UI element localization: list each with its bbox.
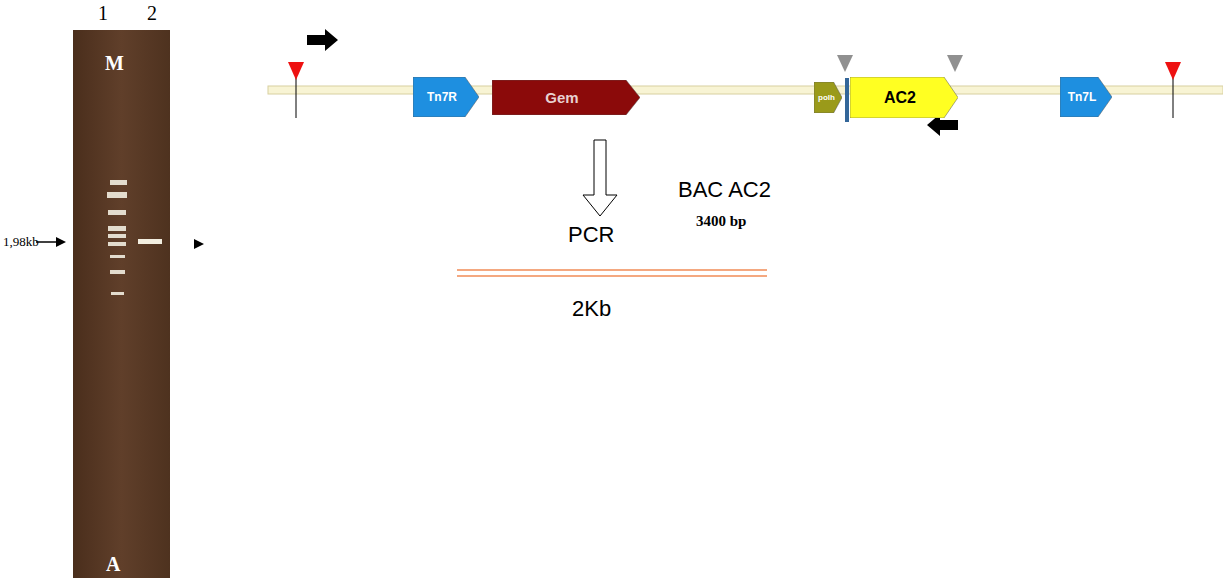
gem-gene: Gem xyxy=(492,80,640,115)
construct-name: BAC AC2 xyxy=(678,177,771,203)
tn7r-element: Tn7R xyxy=(413,77,479,117)
arrow-outline xyxy=(1060,77,1112,117)
sites xyxy=(288,55,1181,122)
construct-size: 3400 bp xyxy=(696,213,746,230)
arrow-outline xyxy=(850,77,958,118)
node-label: Gem xyxy=(545,89,586,106)
pcr-product xyxy=(457,269,767,271)
primers xyxy=(307,29,958,136)
gel-arrows xyxy=(36,237,204,249)
size-label: 1,98kb xyxy=(3,234,39,250)
pcr-arrow xyxy=(583,140,617,216)
polh-promoter: polh xyxy=(814,82,842,113)
node-label: AC2 xyxy=(884,89,924,107)
product-size: 2Kb xyxy=(572,296,611,322)
gel-image xyxy=(73,30,170,578)
tn7l-element: Tn7L xyxy=(1060,77,1112,117)
node-label: Tn7L xyxy=(1068,90,1105,104)
arrow-outline xyxy=(492,80,640,115)
pcr-band xyxy=(138,239,162,244)
ladder-bands xyxy=(107,180,127,295)
ac2-gene: AC2 xyxy=(850,77,958,118)
lane-number: 2 xyxy=(147,2,157,25)
node-label: polh xyxy=(818,93,838,102)
pcr-product xyxy=(457,275,767,277)
arrow-outline xyxy=(413,77,479,117)
pcr-label: PCR xyxy=(568,222,614,248)
lane-number: 1 xyxy=(98,2,108,25)
node-label: Tn7R xyxy=(427,90,465,104)
marker-label: M xyxy=(105,52,124,75)
gel-label: A xyxy=(106,553,120,576)
arrow-outline xyxy=(814,82,842,113)
